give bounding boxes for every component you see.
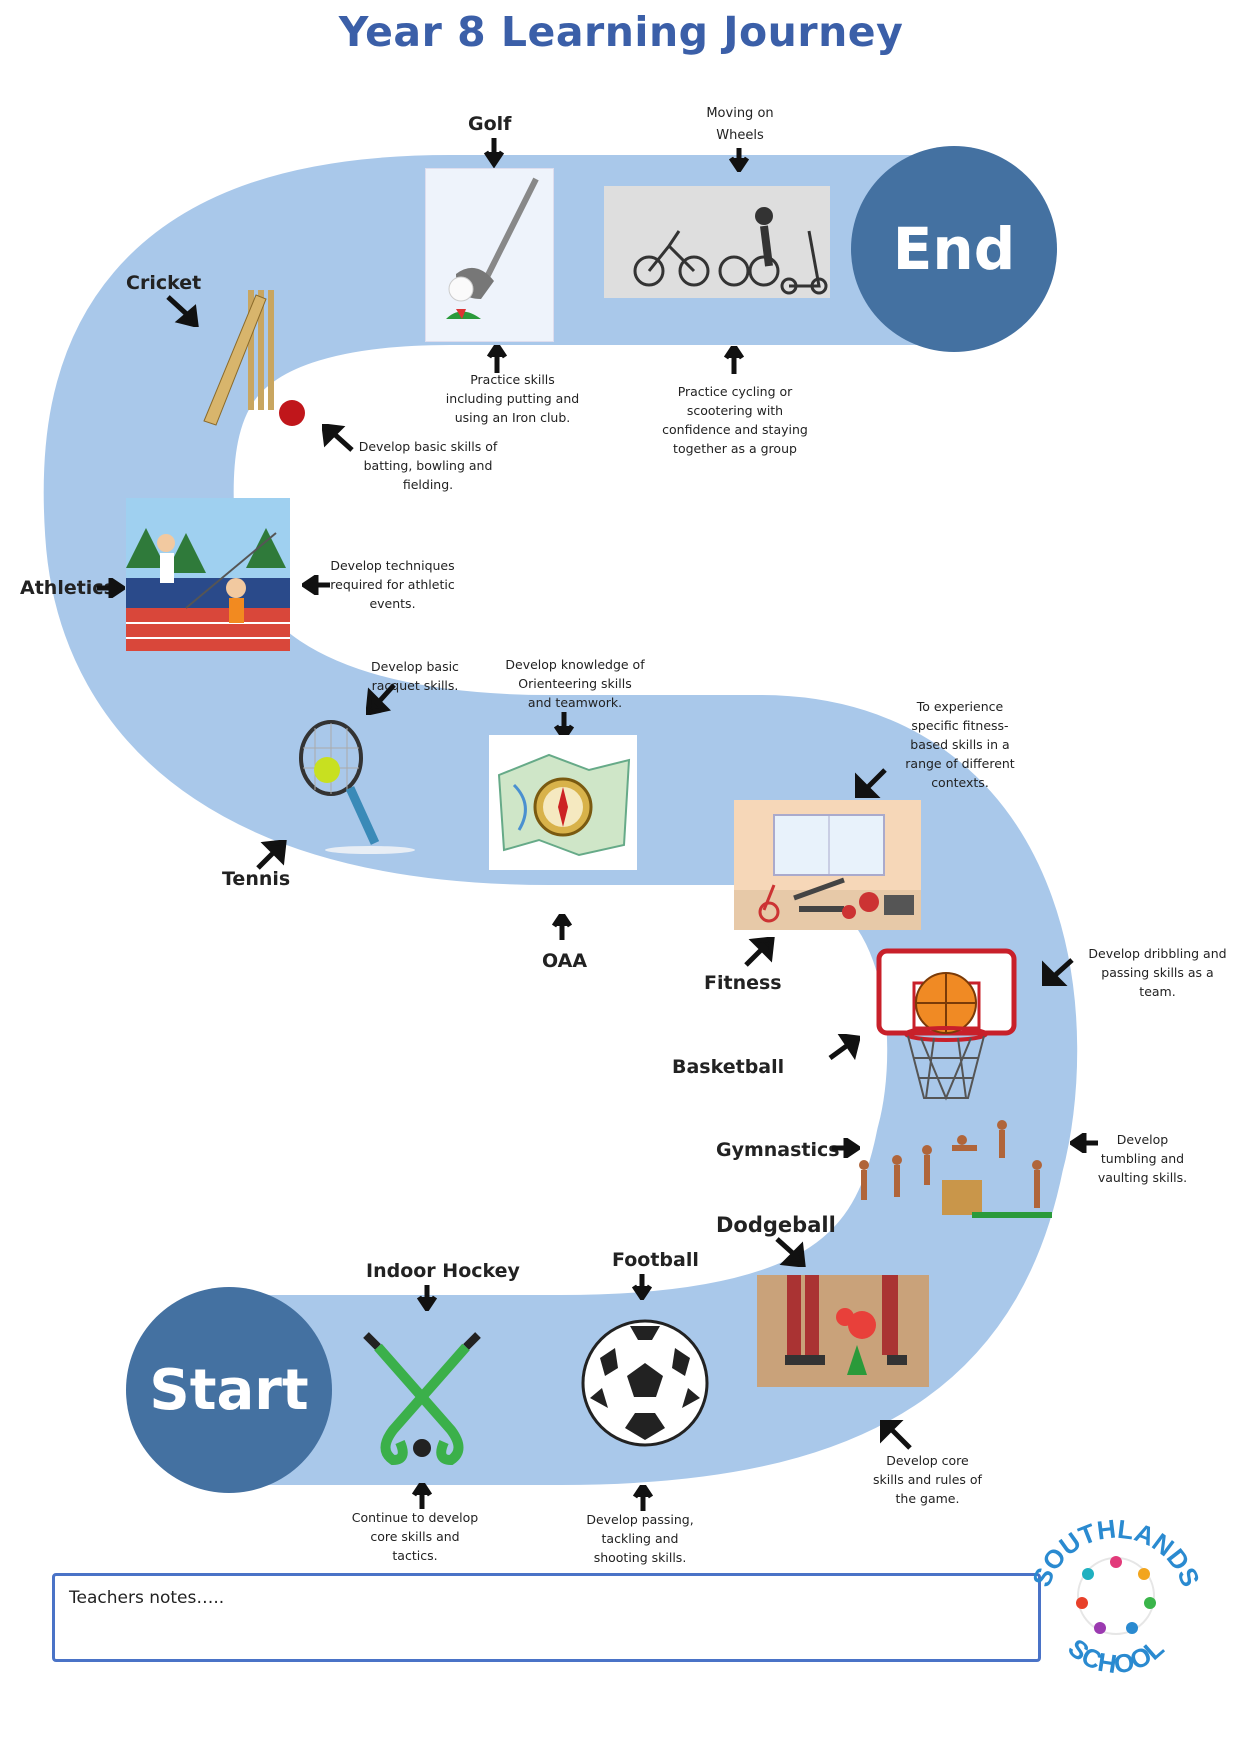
athletics-arrow-icon [97, 578, 125, 598]
golf-image [425, 168, 554, 342]
dodgeball-desc-arrow-icon [880, 1420, 912, 1450]
cricket-description: Develop basic skills of batting, bowling… [358, 439, 498, 492]
football-icon [581, 1319, 709, 1447]
end-label: End [892, 215, 1016, 283]
tennis-label: Tennis [222, 868, 291, 890]
start-label: Start [149, 1357, 309, 1423]
athletics-icon [126, 528, 290, 651]
football-image [580, 1318, 710, 1448]
golf-arrow-icon [483, 138, 505, 169]
oaa-arrow-icon [551, 914, 573, 940]
tennis-racquet-icon [299, 720, 415, 854]
dodgeball-icon [785, 1275, 907, 1375]
fitness-arrow-icon [744, 937, 775, 967]
football-desc-arrow-icon [632, 1485, 654, 1511]
basketball-hoop-icon [876, 948, 1017, 1101]
dodgeball-arrow-icon [775, 1237, 806, 1267]
fitness-label: Fitness [704, 972, 782, 994]
football-arrow-icon [631, 1274, 653, 1300]
map-compass-icon [497, 753, 631, 857]
indoor-hockey-description: Continue to develop core skills and tact… [351, 1510, 479, 1563]
athletics-desc-arrow-icon [302, 575, 330, 595]
golf-description: Practice skills including putting and us… [445, 372, 580, 425]
dodgeball-label: Dodgeball [716, 1213, 836, 1237]
gymnastics-image [852, 1120, 1052, 1220]
fitness-image [734, 800, 921, 930]
indoor-hockey-image [356, 1330, 488, 1465]
gymnastics-desc-arrow-icon [1070, 1133, 1098, 1153]
athletics-image [126, 498, 290, 651]
oaa-description: Develop knowledge of Orienteering skills… [505, 657, 645, 710]
basketball-desc-arrow-icon [1042, 958, 1074, 986]
gymnastics-description: Develop tumbling and vaulting skills. [1097, 1132, 1188, 1185]
wheels-label: Moving on Wheels [706, 106, 774, 143]
gym-icon [734, 814, 921, 930]
dodgeball-image [757, 1275, 929, 1387]
gymnastics-arrow-icon [832, 1138, 860, 1158]
logo-text-top: SOUTHLANDS [1026, 1514, 1206, 1591]
indoor-hockey-desc-arrow-icon [411, 1483, 433, 1509]
cricket-label: Cricket [126, 272, 202, 294]
cricket-bat-icon [203, 290, 305, 426]
start-circle: Start [126, 1287, 332, 1493]
indoor-hockey-label: Indoor Hockey [366, 1260, 520, 1282]
fitness-description: To experience specific fitness-based ski… [905, 699, 1015, 790]
southlands-logo-icon: SOUTHLANDS SCHOOL [1026, 1514, 1206, 1680]
svg-text:SCHOOL: SCHOOL [1062, 1633, 1169, 1680]
tennis-arrow-icon [256, 840, 287, 870]
oaa-label: OAA [542, 950, 588, 972]
basketball-description: Develop dribbling and passing skills as … [1088, 946, 1227, 999]
oaa-image [489, 735, 637, 870]
golf-label: Golf [468, 113, 512, 135]
indoor-hockey-arrow-icon [416, 1285, 438, 1311]
football-description: Develop passing, tackling and shooting s… [586, 1512, 694, 1565]
golf-club-icon [446, 177, 539, 319]
teachers-notes-label: Teachers notes….. [69, 1588, 225, 1608]
wheels-arrow-icon [728, 148, 750, 172]
athletics-label: Athletics [20, 577, 115, 599]
wheels-description: Practice cycling or scootering with conf… [662, 384, 808, 456]
tennis-image [295, 718, 415, 858]
teachers-notes-box[interactable]: Teachers notes….. [52, 1573, 1041, 1662]
tennis-desc-arrow-icon [366, 683, 396, 715]
wheels-image [604, 186, 830, 298]
logo-text-bottom: SCHOOL [1062, 1633, 1169, 1680]
fitness-desc-arrow-icon [855, 768, 887, 798]
cricket-arrow-icon [166, 295, 199, 327]
cricket-desc-arrow-icon [322, 424, 354, 452]
basketball-arrow-icon [828, 1034, 860, 1060]
gymnastics-label: Gymnastics [716, 1139, 840, 1161]
svg-text:SOUTHLANDS: SOUTHLANDS [1026, 1514, 1206, 1591]
football-label: Football [612, 1249, 699, 1271]
page-title: Year 8 Learning Journey [338, 8, 904, 56]
gymnast-icon [859, 1120, 1052, 1218]
golf-desc-arrow-icon [486, 345, 508, 373]
end-circle: End [851, 146, 1057, 352]
bicycle-icon [633, 207, 828, 295]
cricket-image [196, 285, 308, 435]
basketball-image [876, 948, 1017, 1103]
wheels-desc-arrow-icon [723, 346, 745, 374]
dodgeball-description: Develop core skills and rules of the gam… [873, 1453, 982, 1506]
hockey-sticks-icon [363, 1332, 481, 1465]
basketball-label: Basketball [672, 1056, 785, 1078]
athletics-description: Develop techniques required for athletic… [330, 558, 455, 611]
